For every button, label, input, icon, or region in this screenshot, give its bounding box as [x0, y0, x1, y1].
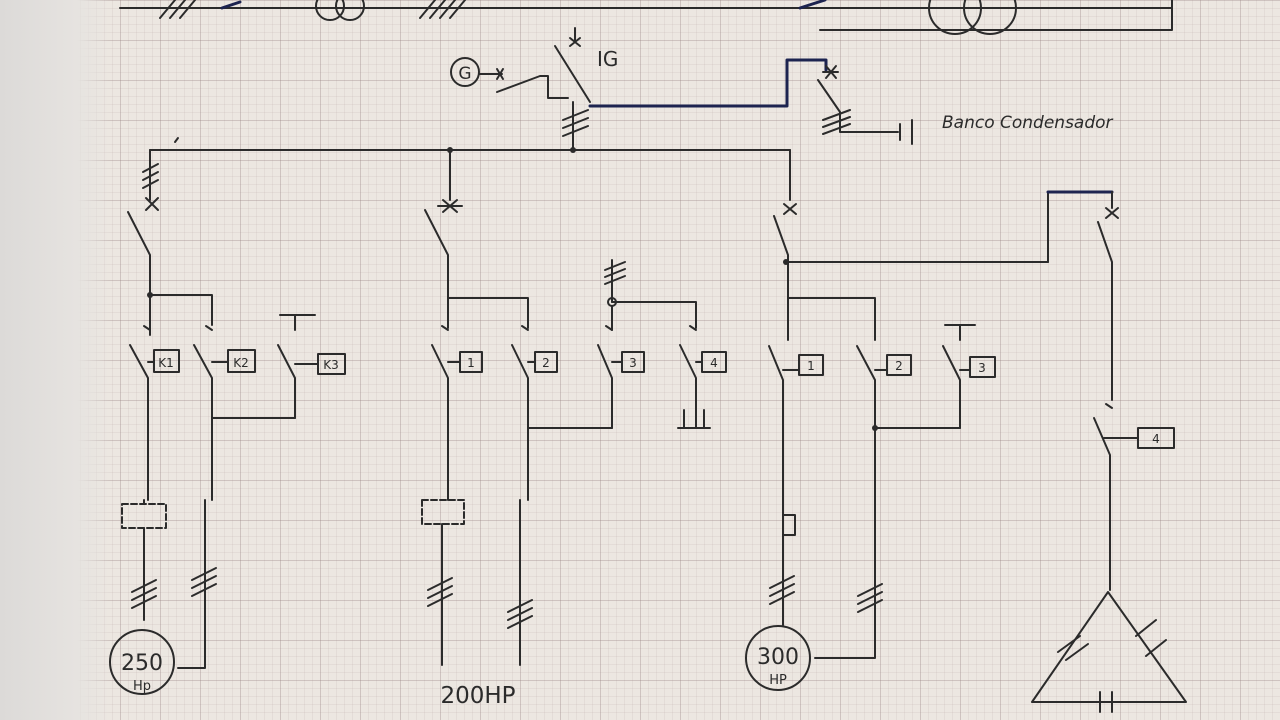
capacitor-bank-label: Banco Condensador — [942, 113, 1114, 133]
contactor-300-1-label: 1 — [807, 359, 815, 373]
feeder-300hp: 1 2 3 300 HP — [745, 149, 1049, 691]
overload-relay-300 — [782, 514, 796, 536]
contactor-box-300-1 — [798, 354, 824, 376]
contactor-box-300-3 — [969, 356, 996, 378]
feeder-delta-motor: 4 — [1031, 190, 1187, 713]
paper-margin-shadow — [0, 0, 110, 720]
feeder-250hp: K1 K2 K3 250 Hp — [109, 149, 346, 695]
motor-200-caption: 200HP — [440, 683, 515, 709]
contactor-box-300-2 — [886, 354, 912, 376]
contactor-k1-label: K1 — [158, 356, 174, 370]
main-busbar — [149, 137, 791, 153]
generator-label: G — [458, 64, 471, 84]
contactor-k2-label: K2 — [233, 356, 249, 370]
generator-section: G IG Banco Condensador — [450, 27, 1114, 151]
main-breaker-label: IG — [597, 47, 618, 71]
contactor-200-1-label: 1 — [467, 356, 475, 370]
motor-300-unit: HP — [769, 673, 787, 688]
delta-winding — [1031, 591, 1187, 703]
contactor-200-4-label: 4 — [710, 356, 718, 370]
contactor-delta-4-label: 4 — [1152, 432, 1160, 446]
top-partial-drawing — [119, 0, 1173, 35]
contactor-300-2-label: 2 — [895, 359, 903, 373]
motor-250hp — [109, 629, 175, 695]
overload-relay-250 — [121, 503, 167, 529]
motor-250-rating: 250 — [121, 651, 163, 676]
contactor-200-3-label: 3 — [629, 356, 637, 370]
generator-symbol — [450, 57, 480, 87]
motor-300hp — [745, 625, 811, 691]
contactor-300-3-label: 3 — [978, 361, 986, 375]
feeder-200hp: 1 2 3 4 200HP — [421, 149, 727, 709]
contactor-200-2-label: 2 — [542, 356, 550, 370]
motor-250-unit: Hp — [133, 679, 151, 694]
motor-300-rating: 300 — [757, 645, 799, 670]
overload-relay-200 — [421, 499, 465, 525]
contactor-k3-label: K3 — [323, 358, 339, 372]
